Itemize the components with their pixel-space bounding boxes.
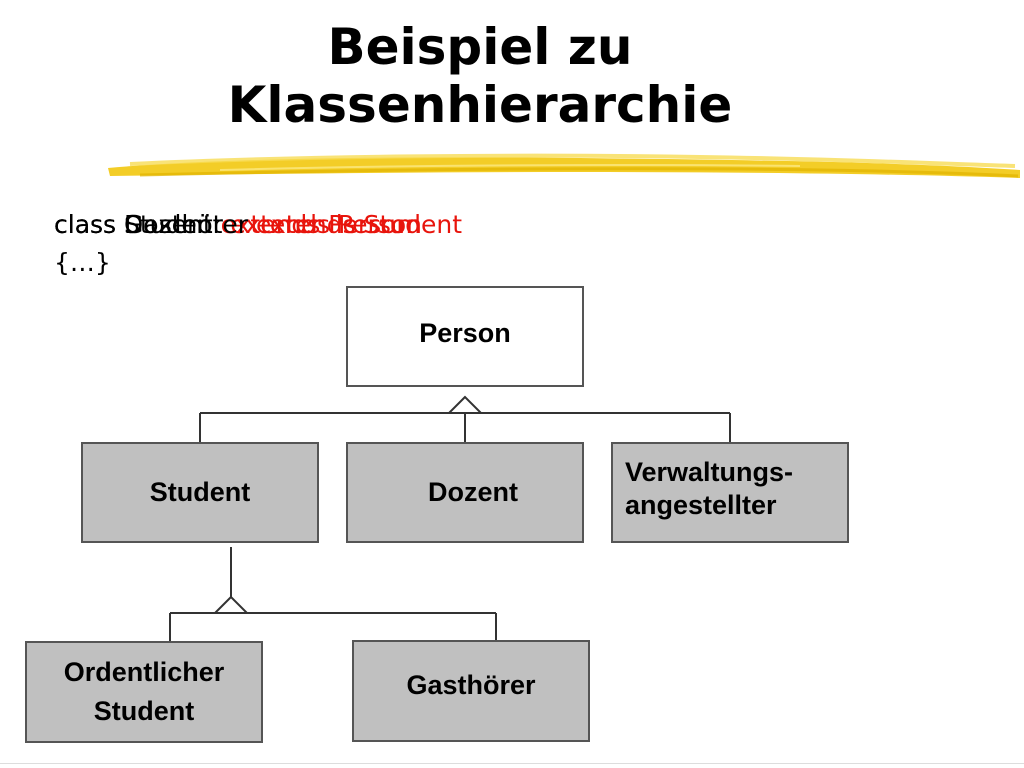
class-box-gasthoerer: Gasthörer <box>352 640 590 742</box>
code-line-gasthoerer: class Gasthörer extends Student <box>54 206 462 244</box>
code-class-keyword: class Gasthörer <box>54 210 249 239</box>
generalization-arrow-student <box>212 595 250 614</box>
code-extends-keyword: extends Person <box>222 210 422 239</box>
title-highlight-stroke <box>108 153 1020 178</box>
class-label: Person <box>419 318 511 348</box>
class-box-student: Student <box>81 442 319 543</box>
class-label-line-1: Verwaltungs- <box>625 457 794 487</box>
code-class-keyword: class Dozent <box>54 210 213 239</box>
class-box-verwaltungsangestellter: Verwaltungs- angestellter <box>611 442 849 543</box>
code-line-dozent: class Dozent extends Person <box>54 206 412 244</box>
class-label-line-2: Student <box>93 696 195 726</box>
code-body-braces: {…} <box>54 248 111 277</box>
slide-title-line-2: Klassenhierarchie <box>227 76 733 134</box>
class-box-person: Person <box>346 286 584 387</box>
class-label: Dozent <box>428 477 518 507</box>
code-extends-keyword: extends Student <box>248 210 463 239</box>
generalization-arrow-person <box>446 395 484 414</box>
code-class-keyword: class Student <box>54 210 223 239</box>
class-label: Gasthörer <box>406 669 536 700</box>
slide-title: Beispiel zu Klassenhierarchie <box>0 18 960 134</box>
code-line-student: class Student extends Person <box>54 206 422 244</box>
class-label-line-2: angestellter <box>625 490 777 520</box>
slide-title-line-1: Beispiel zu <box>327 18 633 76</box>
class-label-line-1: Ordentlicher <box>63 657 225 687</box>
class-box-dozent: Dozent <box>346 442 584 543</box>
class-box-ordentlicher-student: Ordentlicher Student <box>25 641 263 743</box>
slide-footer-divider <box>0 763 1024 764</box>
class-label: Student <box>149 477 251 507</box>
code-extends-keyword: extends Person <box>212 210 413 239</box>
